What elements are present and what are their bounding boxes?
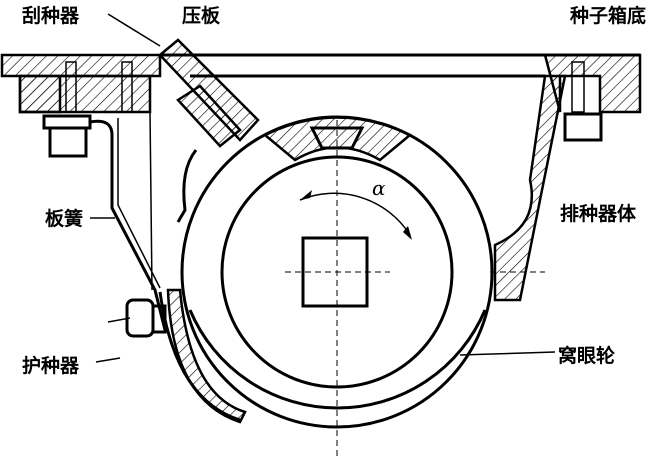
label-scraper: 刮种器: [22, 4, 80, 27]
label-pressure-plate: 压板: [182, 4, 221, 27]
rotation-arrow-icon: [403, 226, 412, 240]
seed-guard-bolt: [107, 298, 167, 338]
label-leaf-spring: 板簧: [45, 207, 83, 230]
leader-lines: [90, 13, 556, 363]
leaf-spring: [89, 119, 167, 331]
label-cell-wheel: 窝眼轮: [558, 344, 615, 367]
meter-body: [158, 74, 567, 424]
scraper-assembly: [158, 38, 260, 148]
rotation-arc: [299, 192, 411, 236]
seed-box-bottom-plate: [0, 53, 642, 114]
label-seed-guard: 护种器: [22, 354, 80, 377]
label-seed-box-bottom: 种子箱底: [569, 4, 646, 27]
cell-wheel: [180, 115, 545, 460]
label-angle-alpha: α: [372, 176, 386, 200]
label-meter-body: 排种器体: [560, 202, 637, 225]
